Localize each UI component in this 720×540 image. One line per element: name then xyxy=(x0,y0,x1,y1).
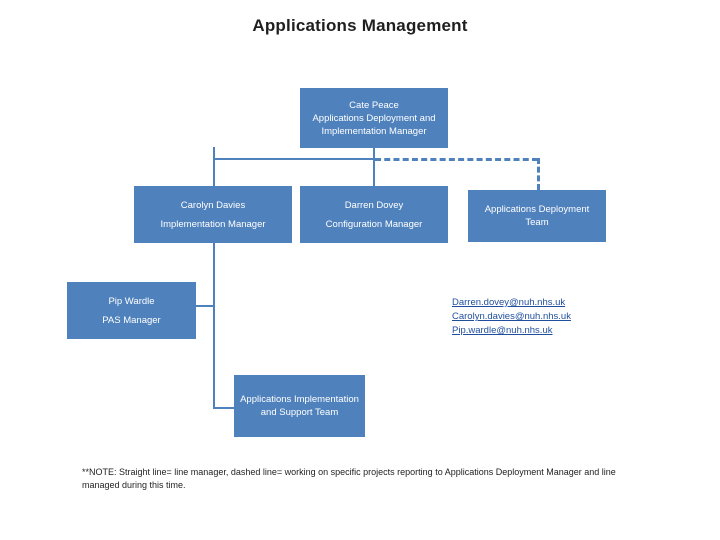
page-title: Applications Management xyxy=(252,16,468,35)
connector-cate-to-carolyn-vertical xyxy=(213,147,215,187)
connector-cate-horizontal xyxy=(213,158,375,160)
box-applications-deployment-team[interactable]: Applications Deployment Team xyxy=(468,190,606,242)
email-link-darren-dovey[interactable]: Darren.dovey@nuh.nhs.uk xyxy=(452,297,566,308)
box-cate-peace[interactable]: Cate Peace Applications Deployment and I… xyxy=(300,88,448,148)
connector-dashed-horizontal xyxy=(375,158,538,161)
box-implementation-team-line-2: and Support Team xyxy=(260,407,339,418)
box-cate-peace-line-2: Applications Deployment and xyxy=(312,112,436,124)
box-carolyn-davies[interactable]: Carolyn Davies Implementation Manager xyxy=(134,186,292,243)
box-darren-dovey-line-2: Configuration Manager xyxy=(325,218,423,230)
email-link-pip-wardle[interactable]: Pip.wardle@nuh.nhs.uk xyxy=(452,325,553,336)
box-pip-wardle-line-2: PAS Manager xyxy=(102,314,161,326)
connector-to-pip-wardle xyxy=(195,305,215,307)
box-applications-deployment-team-line-1: Applications Deployment Team xyxy=(484,204,590,228)
box-applications-implementation-support-team[interactable]: Applications Implementation and Support … xyxy=(234,375,365,437)
box-implementation-team-line-1: Applications Implementation xyxy=(240,394,359,405)
box-pip-wardle[interactable]: Pip Wardle PAS Manager xyxy=(67,282,196,339)
connector-dashed-vertical xyxy=(537,158,540,190)
box-carolyn-davies-line-2: Implementation Manager xyxy=(160,218,266,230)
box-carolyn-davies-line-1: Carolyn Davies xyxy=(180,199,246,211)
footnote: **NOTE: Straight line= line manager, das… xyxy=(82,467,616,490)
box-darren-dovey-line-1: Darren Dovey xyxy=(344,199,404,211)
email-list: Darren.dovey@nuh.nhs.uk Carolyn.davies@n… xyxy=(452,296,571,338)
email-link-carolyn-davies[interactable]: Carolyn.davies@nuh.nhs.uk xyxy=(452,311,571,322)
connector-carolyn-vertical-down xyxy=(213,243,215,409)
box-pip-wardle-line-1: Pip Wardle xyxy=(108,295,155,307)
connector-to-implementation-team xyxy=(213,407,235,409)
box-darren-dovey[interactable]: Darren Dovey Configuration Manager xyxy=(300,186,448,243)
box-cate-peace-line-3: Implementation Manager xyxy=(321,125,427,137)
connector-cate-to-darren-vertical xyxy=(373,147,375,187)
box-cate-peace-line-1: Cate Peace xyxy=(349,99,399,111)
